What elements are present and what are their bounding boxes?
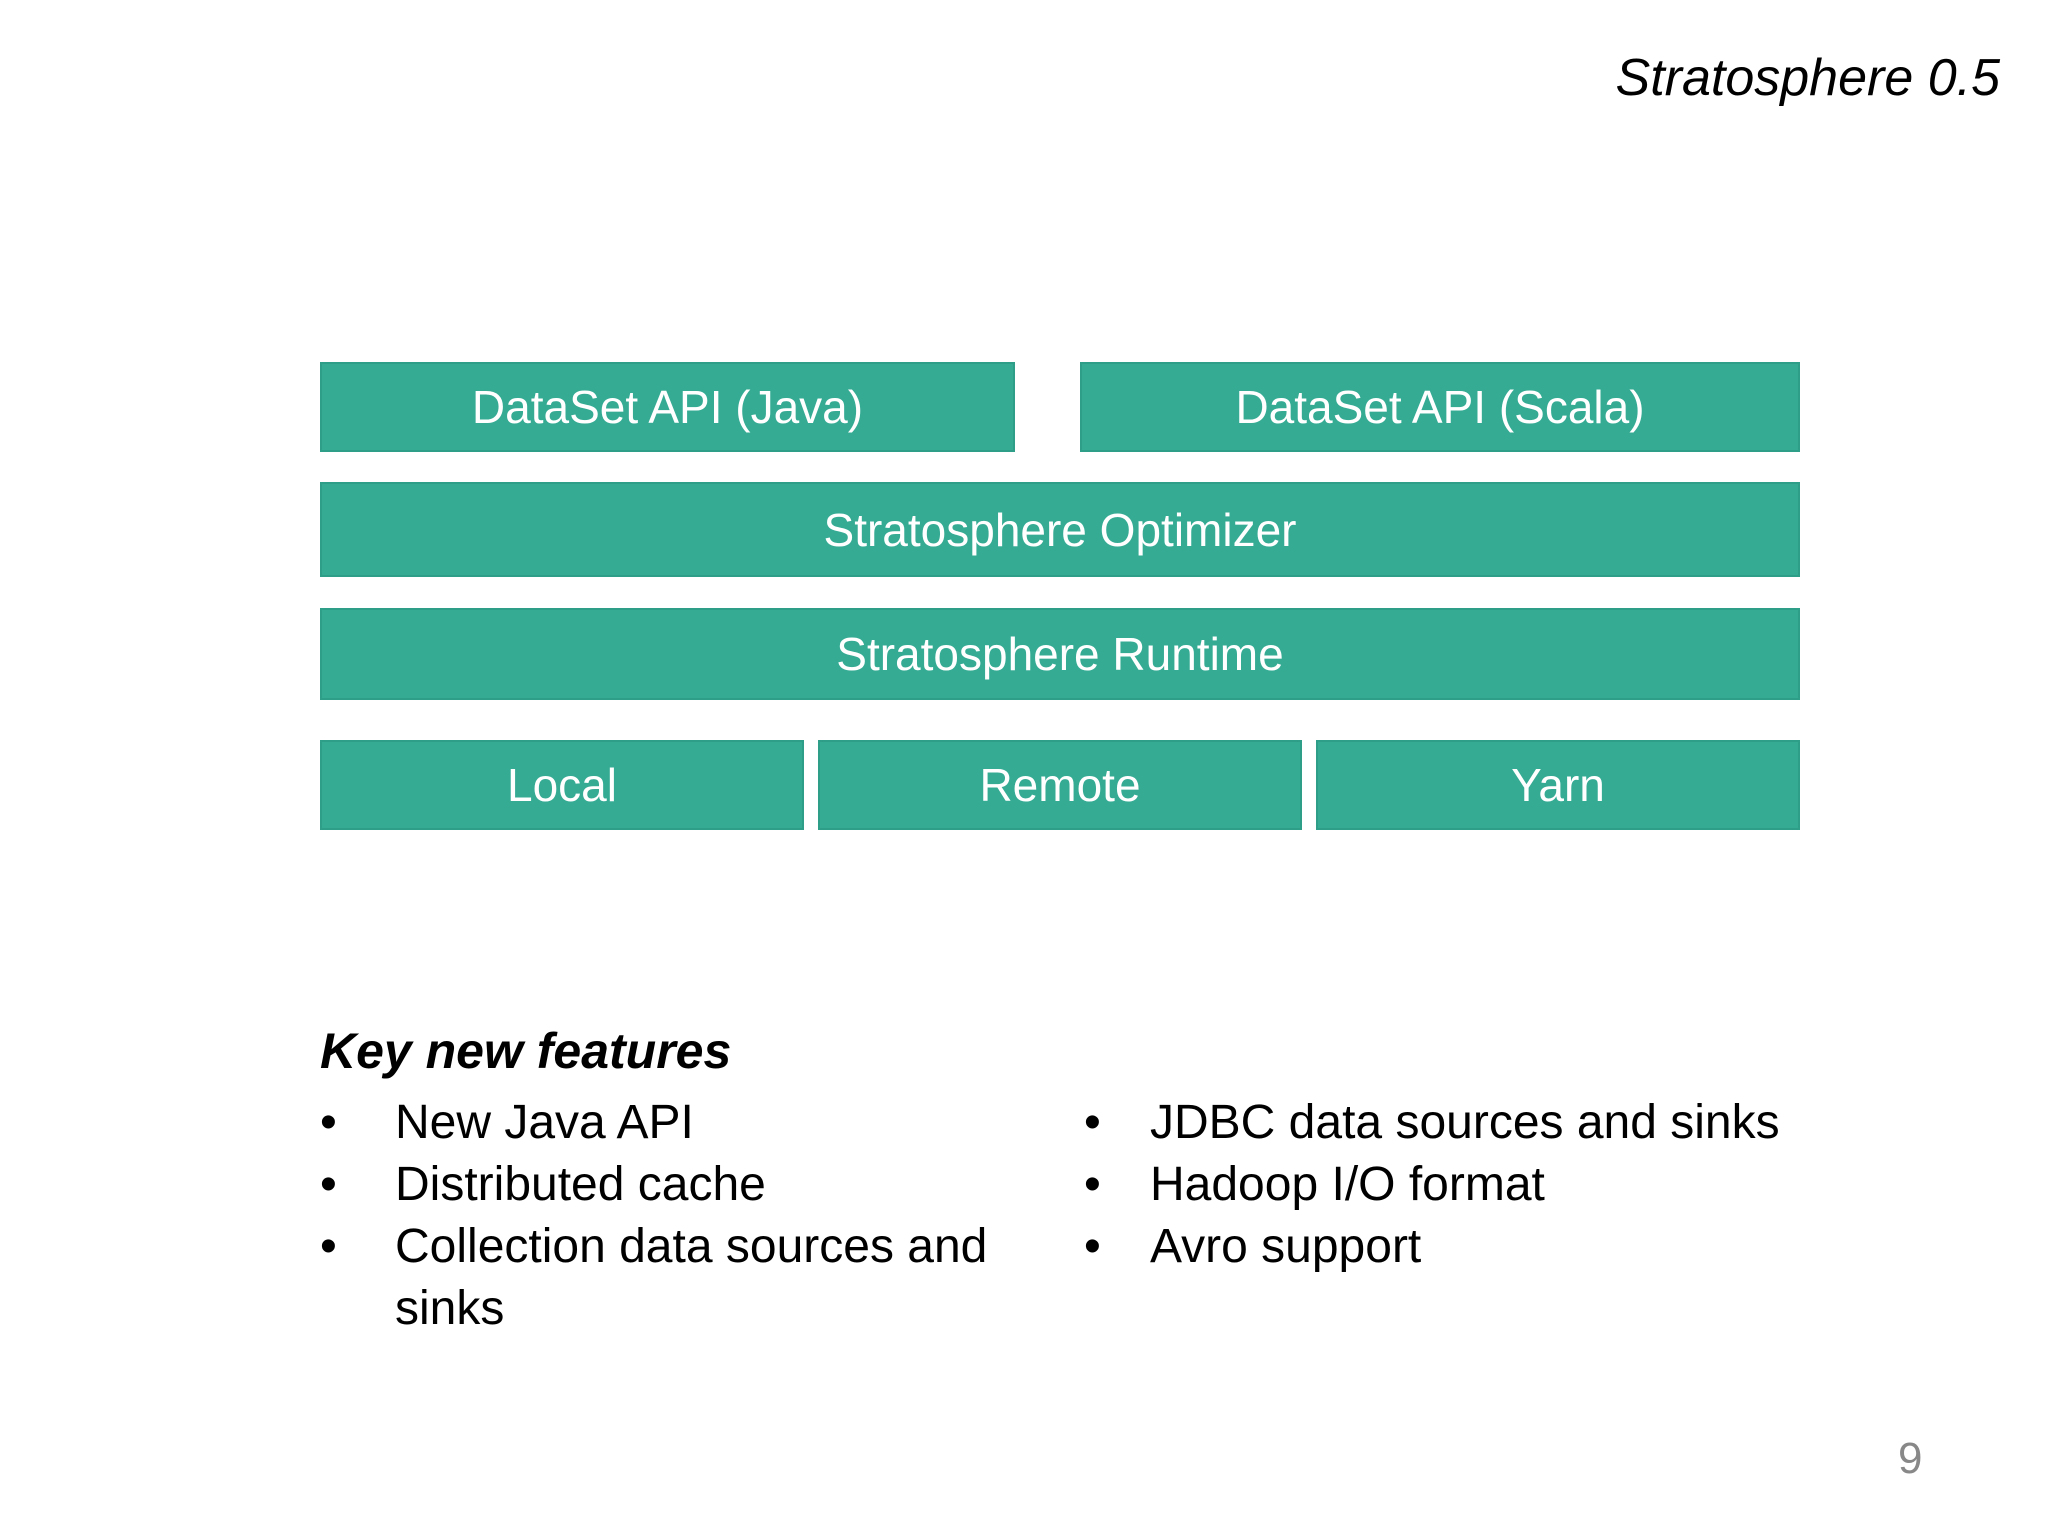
feature-text: Distributed cache: [395, 1158, 766, 1211]
feature-text: Avro support: [1150, 1220, 1422, 1273]
bullet-icon: •: [1084, 1158, 1101, 1211]
bullet-icon: •: [1084, 1096, 1101, 1149]
list-item: • Distributed cache: [320, 1154, 1035, 1216]
list-item: • Collection data sources and sinks: [320, 1216, 1035, 1340]
features-heading: Key new features: [320, 1023, 732, 1079]
feature-text: New Java API: [395, 1096, 694, 1149]
list-item: • JDBC data sources and sinks: [1084, 1092, 1944, 1154]
box-local: Local: [320, 740, 804, 830]
box-remote: Remote: [818, 740, 1302, 830]
bullet-icon: •: [320, 1096, 337, 1149]
list-item: • New Java API: [320, 1092, 1035, 1154]
bullet-icon: •: [1084, 1220, 1101, 1273]
bullet-icon: •: [320, 1220, 337, 1273]
features-list-left: • New Java API • Distributed cache • Col…: [320, 1092, 1035, 1340]
box-stratosphere-optimizer: Stratosphere Optimizer: [320, 482, 1800, 577]
feature-text: Collection data sources and sinks: [395, 1220, 988, 1335]
features-list-right: • JDBC data sources and sinks • Hadoop I…: [1084, 1092, 1944, 1278]
bullet-icon: •: [320, 1158, 337, 1211]
list-item: • Avro support: [1084, 1216, 1944, 1278]
box-dataset-api-scala: DataSet API (Scala): [1080, 362, 1800, 452]
slide-title: Stratosphere 0.5: [1615, 49, 2000, 107]
feature-text: JDBC data sources and sinks: [1150, 1096, 1780, 1149]
box-yarn: Yarn: [1316, 740, 1800, 830]
box-stratosphere-runtime: Stratosphere Runtime: [320, 608, 1800, 700]
list-item: • Hadoop I/O format: [1084, 1154, 1944, 1216]
page-number: 9: [1898, 1434, 1923, 1483]
box-dataset-api-java: DataSet API (Java): [320, 362, 1015, 452]
feature-text: Hadoop I/O format: [1150, 1158, 1545, 1211]
